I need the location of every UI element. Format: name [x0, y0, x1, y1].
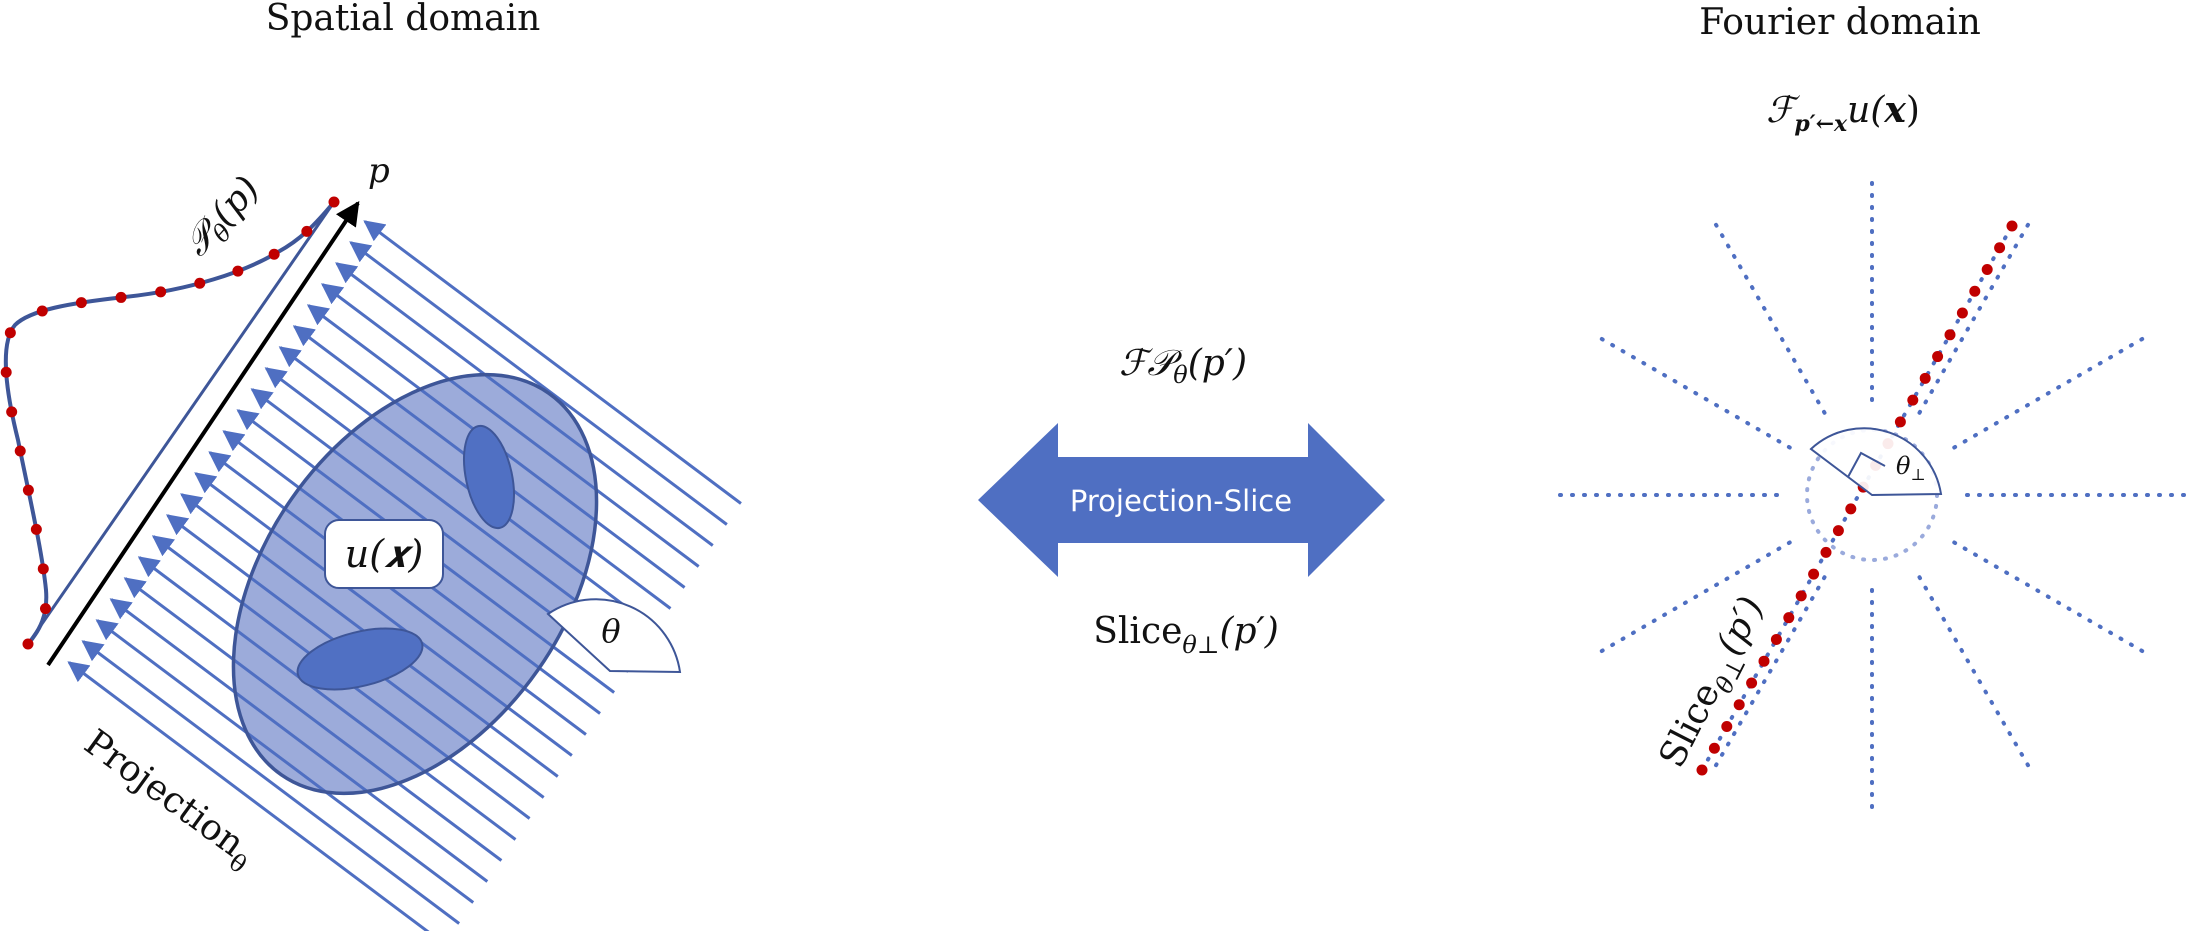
right-angle-marker [1847, 451, 1886, 478]
fourier-slice-dot [1894, 416, 1906, 428]
fourier-radial-line [1592, 540, 1792, 657]
profile-sample-dot [268, 248, 280, 260]
fourier-slice-dot [1845, 503, 1857, 515]
projection-axis [46, 201, 360, 667]
profile-sample-dot [0, 366, 12, 378]
profile-sample-dot [39, 603, 51, 615]
fourier-radial-line [1710, 215, 1827, 415]
fourier-projection-formula: ℱ𝒫θ(p′) [1119, 343, 1247, 389]
profile-sample-dot [36, 305, 48, 317]
profile-sample-dot [4, 327, 16, 339]
axis-label-p: p [368, 151, 390, 191]
projection-label: Projectionθ [73, 722, 264, 879]
fourier-radial-line [1710, 575, 1827, 775]
fourier-slice-dot [1820, 546, 1832, 558]
fourier-slice-dot [1696, 764, 1708, 776]
profile-sample-dot [22, 484, 34, 496]
fourier-slice-dot [1721, 720, 1733, 732]
fourier-slice-dot [1944, 329, 1956, 341]
fourier-slice-samples [1696, 220, 2018, 776]
profile-label: 𝒫θ(p) [176, 169, 271, 268]
function-label-box [324, 519, 444, 589]
fourier-slice-dot [1832, 525, 1844, 537]
fourier-radial-line [1917, 575, 2034, 775]
projection-ray [349, 241, 728, 526]
projection-ray [363, 220, 742, 505]
profile-baseline [26, 201, 336, 645]
fourier-slice-dot [1969, 285, 1981, 297]
profile-sample-dot [6, 406, 18, 418]
fourier-slice-dot [1994, 242, 2006, 254]
fourier-radial-line [1592, 333, 1792, 450]
angle-wedge-shape [546, 598, 682, 674]
profile-sample-dot [301, 225, 313, 237]
projection-slice-label: Projection-Slice [1070, 484, 1292, 518]
profile-sample-dot [194, 277, 206, 289]
fourier-slice-dot [1981, 264, 1993, 276]
fourier-slice-dot [2006, 220, 2018, 232]
fourier-slice-dot [1956, 307, 1968, 319]
object-ellipse-outline [231, 372, 599, 796]
profile-sample-dot [155, 286, 167, 298]
profile-sample-dot [115, 291, 127, 303]
projection-profile-samples [0, 196, 340, 650]
fourier-slice-dot [1770, 633, 1782, 645]
inner-feature-upper [463, 424, 515, 530]
projection-slice-double-arrow [978, 423, 1385, 577]
fourier-radial-line [1952, 540, 2152, 657]
fourier-slice-dot [1919, 372, 1931, 384]
profile-sample-dot [328, 196, 340, 208]
fourier-slice-dot [1795, 590, 1807, 602]
profile-sample-dot [232, 265, 244, 277]
fourier-transform-formula: ℱp′←xu(x) [1766, 89, 1920, 137]
profile-sample-dot [14, 445, 26, 457]
fourier-radial-line [1917, 215, 2034, 415]
fourier-slice-dot [1758, 655, 1770, 667]
inner-feature-lower [296, 627, 424, 691]
fourier-slice-dot [1746, 677, 1758, 689]
fourier-slice-line [1700, 224, 2014, 772]
spatial-domain-title: Spatial domain [266, 0, 541, 39]
fourier-slice-dot [1783, 612, 1795, 624]
fourier-slice-dot [1932, 351, 1944, 363]
profile-sample-dot [22, 638, 34, 650]
fourier-radial-line [1952, 333, 2152, 450]
fourier-slice-dot [1907, 394, 1919, 406]
profile-sample-dot [75, 297, 87, 309]
fourier-slice-dot [1733, 699, 1745, 711]
profile-sample-dot [30, 523, 42, 535]
projection-ray [67, 661, 430, 931]
projection-ray [81, 640, 461, 925]
slice-formula: Sliceθ⊥(p′) [1093, 611, 1279, 659]
fourier-slice-dot [1708, 742, 1720, 754]
fourier-slice-dot [1808, 568, 1820, 580]
angle-label: θ [601, 612, 620, 650]
fourier-angle-label: θ⊥ [1896, 452, 1926, 484]
profile-sample-dot [37, 563, 49, 575]
fourier-domain-title: Fourier domain [1699, 2, 1981, 43]
fourier-radial-sample-lines [1550, 173, 2194, 817]
function-label: u(𝒙) [345, 532, 424, 576]
